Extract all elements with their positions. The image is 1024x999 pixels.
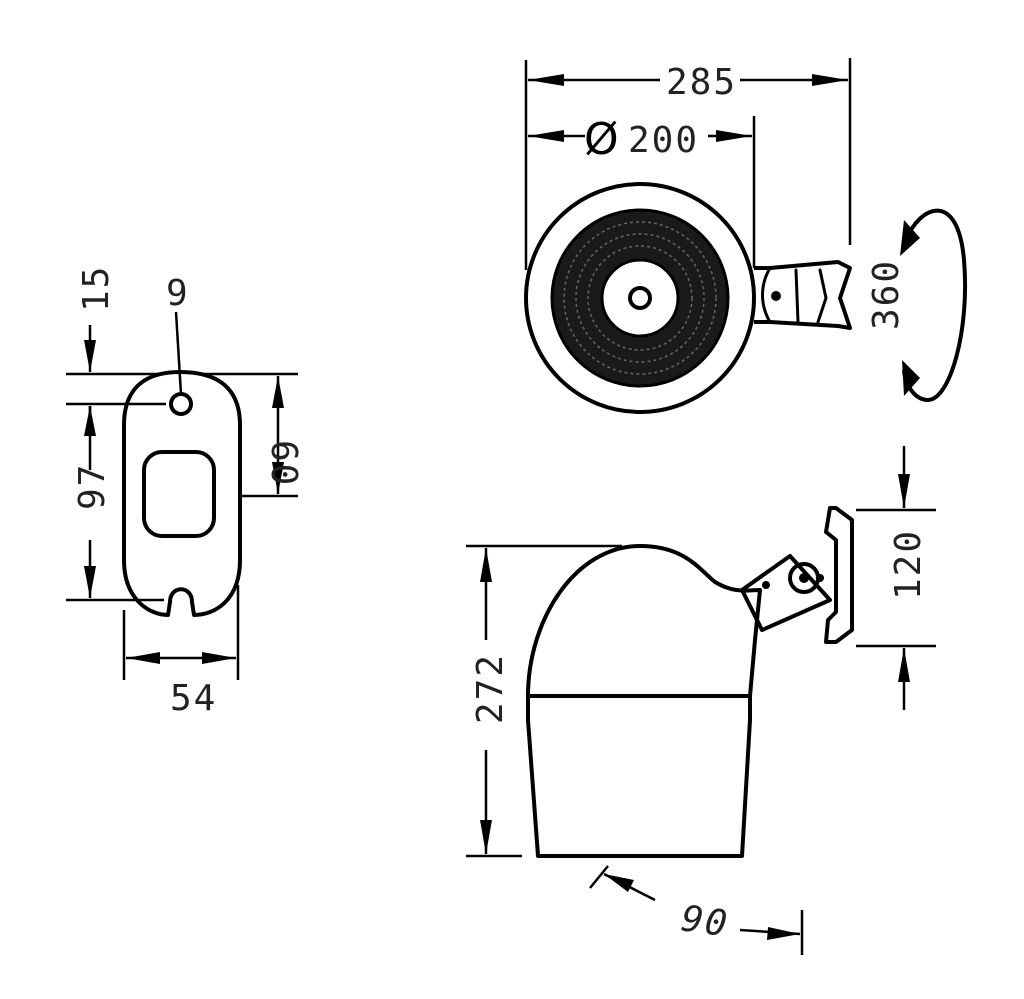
- side-bracket: [754, 260, 852, 330]
- arrow: [604, 874, 634, 892]
- arrow: [272, 376, 284, 408]
- dim-label-97: 97: [72, 463, 113, 510]
- center-hole: [628, 286, 652, 310]
- leader-line: [174, 311, 183, 395]
- tilt-pin: [762, 581, 770, 589]
- rotation-arrow-head: [902, 360, 920, 396]
- wall-plate-side: [824, 506, 854, 644]
- arrow: [767, 927, 800, 940]
- arrow: [84, 340, 96, 372]
- arrow: [480, 820, 492, 854]
- dim-label-90: 90: [679, 898, 732, 945]
- lens-grille-ring: [575, 233, 705, 363]
- lamp-body-side: [526, 544, 762, 858]
- arrow: [898, 648, 910, 682]
- arrow: [126, 652, 160, 664]
- mounting-plate-outline: [122, 370, 242, 617]
- ext-line-90a: [589, 865, 609, 889]
- tilt-arm: [740, 554, 832, 632]
- side-view: 272 120 90: [466, 446, 936, 955]
- lens-center: [600, 258, 680, 338]
- diameter-symbol: Ø: [584, 114, 619, 165]
- dim-label-15: 15: [76, 265, 117, 312]
- dim-label-272: 272: [470, 653, 511, 724]
- bracket-screw: [771, 291, 781, 301]
- mounting-plate-view: 15 9 60 97 54: [66, 265, 304, 719]
- arrow: [716, 130, 752, 142]
- side-bracket-detail: [761, 266, 828, 324]
- arrow: [898, 474, 910, 508]
- dim-label-120: 120: [888, 529, 929, 600]
- lens-grille-ring: [587, 245, 693, 351]
- rotation-arrow-head: [900, 220, 920, 256]
- lamp-body-circle: [524, 182, 756, 414]
- dim-label-54: 54: [170, 678, 217, 719]
- lens-grille-ring: [563, 221, 717, 375]
- dim-label-9: 9: [166, 273, 190, 314]
- arrow: [202, 652, 236, 664]
- plate-cutout: [142, 450, 216, 538]
- arrow: [528, 74, 564, 86]
- arrow: [812, 74, 848, 86]
- arrow: [480, 548, 492, 582]
- dim-label-360: 360: [866, 259, 907, 330]
- front-view: 285 Ø 200 360: [524, 58, 968, 414]
- arrow: [272, 462, 284, 494]
- dim-label-200: 200: [628, 120, 699, 161]
- mounting-hole: [169, 392, 193, 416]
- arrow: [528, 130, 564, 142]
- arrow: [84, 566, 96, 598]
- rotation-arc: [902, 208, 968, 402]
- tilt-pin: [816, 574, 824, 582]
- dim-label-60: 60: [263, 440, 304, 487]
- tilt-screw-center: [799, 573, 809, 583]
- dim-label-285: 285: [666, 62, 737, 103]
